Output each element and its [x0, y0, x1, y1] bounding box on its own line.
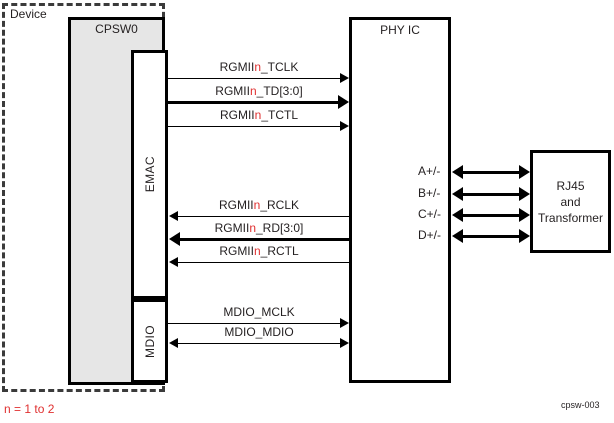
signal-prefix: RGMII: [219, 108, 255, 122]
arrow-right-icon-rgmii-tclk: [340, 73, 349, 83]
signal-prefix: RGMII: [219, 244, 254, 258]
signal-prefix: RGMII: [214, 221, 250, 235]
pair-label-b: B+/-: [418, 186, 441, 200]
signal-label-rgmii-rclk: RGMIIn_RCLK: [168, 198, 350, 212]
phy-ic-label: PHY IC: [380, 23, 420, 37]
arrow-right-icon-pair-b: [519, 187, 530, 201]
arrow-left-icon-rgmii-rctl: [169, 257, 178, 267]
signal-label-rgmii-rd: RGMIIn_RD[3:0]: [168, 221, 350, 235]
signal-prefix: RGMII: [218, 198, 254, 212]
signal-label-rgmii-td: RGMIIn_TD[3:0]: [168, 84, 350, 98]
rj45-label-line1: RJ45: [556, 178, 585, 193]
signal-variable: n: [253, 198, 261, 212]
pair-label-a: A+/-: [418, 164, 441, 178]
arrow-left-icon-mdio-mdio: [169, 338, 178, 348]
arrow-right-icon-pair-d: [519, 229, 530, 243]
mdio-label: MDIO: [142, 324, 157, 358]
arrow-left-icon-rgmii-rclk: [169, 211, 178, 221]
signal-suffix: _RCLK: [260, 198, 300, 212]
pair-line-b: [463, 193, 521, 196]
phy-ic-block: [349, 17, 451, 383]
signal-text: MDIO_MCLK: [223, 305, 295, 319]
emac-label-wrap: EMAC: [134, 53, 165, 296]
arrow-left-icon-pair-b: [452, 187, 463, 201]
signal-variable: n: [254, 108, 262, 122]
signal-line-rgmii-rclk: [178, 216, 350, 217]
signal-label-rgmii-tclk: RGMIIn_TCLK: [168, 60, 350, 74]
pair-line-d: [463, 235, 521, 238]
signal-suffix: _RD[3:0]: [256, 221, 304, 235]
signal-variable: n: [254, 60, 261, 74]
pair-line-a: [463, 171, 521, 174]
signal-line-rgmii-rd: [180, 238, 350, 241]
arrow-right-icon-rgmii-tctl: [340, 121, 349, 131]
signal-suffix: _TD[3:0]: [256, 84, 303, 98]
signal-suffix: _RCTL: [260, 244, 299, 258]
arrow-right-icon-pair-a: [519, 165, 530, 179]
signal-suffix: _TCLK: [261, 60, 299, 74]
pair-label-d: D+/-: [418, 228, 442, 242]
pair-label-c: C+/-: [418, 207, 442, 221]
device-label: Device: [10, 7, 47, 21]
signal-line-rgmii-td: [168, 101, 338, 104]
signal-line-mdio-mclk: [168, 323, 340, 324]
signal-text: MDIO_MDIO: [224, 325, 294, 339]
signal-variable: n: [249, 84, 257, 98]
signal-prefix: RGMII: [219, 60, 255, 74]
emac-block: EMAC: [131, 50, 168, 299]
signal-label-rgmii-rctl: RGMIIn_RCTL: [168, 244, 350, 258]
pair-line-c: [463, 214, 521, 217]
signal-variable: n: [249, 221, 256, 235]
mdio-block: MDIO: [131, 299, 168, 383]
mdio-label-wrap: MDIO: [134, 302, 165, 380]
signal-label-rgmii-tctl: RGMIIn_TCTL: [168, 108, 350, 122]
signal-prefix: RGMII: [215, 84, 250, 98]
arrow-right-icon-mdio-mdio: [340, 338, 349, 348]
arrow-right-icon-pair-c: [519, 208, 530, 222]
signal-variable: n: [253, 244, 261, 258]
figure-id: cpsw-003: [561, 400, 600, 410]
footnote-n-range: n = 1 to 2: [4, 402, 55, 416]
rj45-transformer-block: [530, 150, 611, 253]
rj45-label-line3: Transformer: [538, 210, 603, 225]
cpsw0-label: CPSW0: [95, 22, 138, 36]
arrow-right-icon-mdio-mclk: [340, 318, 349, 328]
signal-line-rgmii-tctl: [168, 126, 340, 127]
signal-label-mdio-mclk: MDIO_MCLK: [168, 305, 350, 319]
rj45-label-line2: and: [560, 194, 581, 209]
rj45-transformer-label: RJ45 and Transformer: [530, 150, 611, 253]
arrow-left-icon-rgmii-rd: [169, 232, 180, 246]
arrow-left-icon-pair-c: [452, 208, 463, 222]
signal-line-mdio-mdio: [178, 343, 340, 344]
signal-label-mdio-mdio: MDIO_MDIO: [168, 325, 350, 339]
signal-line-rgmii-tclk: [168, 78, 340, 79]
arrow-right-icon-rgmii-td: [338, 95, 349, 109]
signal-line-rgmii-rctl: [178, 262, 350, 263]
arrow-left-icon-pair-d: [452, 229, 463, 243]
arrow-left-icon-pair-a: [452, 165, 463, 179]
emac-label: EMAC: [142, 156, 157, 193]
signal-suffix: _TCTL: [261, 108, 299, 122]
